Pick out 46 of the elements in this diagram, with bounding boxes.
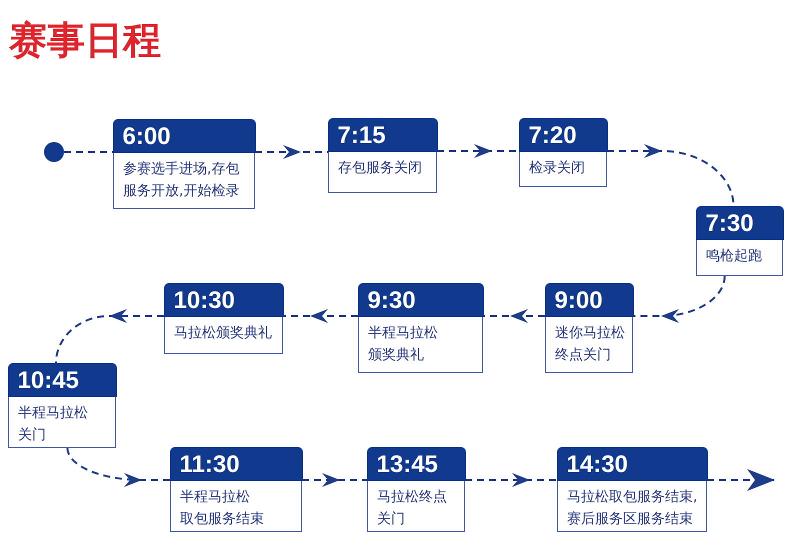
- dashed-arrow: [55, 309, 164, 364]
- event-text: 马拉松终点关门: [377, 488, 447, 529]
- dashed-arrow: [437, 144, 519, 158]
- time-header: 7:30: [696, 206, 784, 240]
- schedule-card: [170, 447, 302, 532]
- start-dot: [44, 142, 64, 162]
- time-header: 7:20: [518, 118, 608, 152]
- dashed-arrow: [66, 448, 170, 487]
- time-header: 13:45: [366, 446, 466, 480]
- event-text: 存包服务关闭: [338, 159, 422, 178]
- schedule-card: [113, 119, 255, 209]
- event-text: 半程马拉松取包服务结束: [180, 488, 264, 529]
- schedule-card: [8, 363, 116, 448]
- dashed-arrow: [283, 309, 358, 323]
- dashed-arrow: [707, 469, 775, 491]
- dashed-arrow: [483, 309, 545, 323]
- dashed-arrow: [633, 276, 726, 323]
- time-header: 6:00: [112, 118, 256, 152]
- event-text: 马拉松颁奖典礼: [174, 324, 272, 343]
- schedule-card: [358, 283, 483, 373]
- dashed-line: [64, 151, 113, 153]
- schedule-card: [367, 447, 465, 532]
- dashed-arrow: [255, 145, 328, 159]
- schedule-card: [328, 118, 437, 193]
- dashed-arrow: [302, 473, 367, 487]
- title: 赛事日程: [9, 17, 161, 63]
- time-header: 7:15: [328, 118, 438, 152]
- dashed-arrow: [465, 473, 557, 487]
- time-header: 10:45: [8, 362, 116, 396]
- event-text: 检录关闭: [529, 159, 585, 178]
- event-text: 参赛选手进场,存包服务开放,开始检录: [123, 160, 240, 201]
- schedule-card: [696, 206, 783, 276]
- time-header: 9:00: [544, 282, 634, 316]
- schedule-card: [557, 447, 707, 532]
- time-header: 14:30: [556, 446, 708, 480]
- event-text: 鸣枪起跑: [706, 247, 762, 266]
- time-header: 10:30: [164, 282, 284, 316]
- event-text: 半程马拉松颁奖典礼: [368, 324, 438, 365]
- time-header: 9:30: [358, 282, 484, 316]
- event-text: 迷你马拉松终点关门: [555, 324, 625, 365]
- time-header: 11:30: [170, 446, 302, 480]
- event-text: 半程马拉松关门: [18, 404, 88, 445]
- schedule-card: [519, 118, 607, 187]
- event-text: 马拉松取包服务结束,赛后服务区服务结束: [567, 488, 698, 529]
- schedule-card: [545, 283, 633, 373]
- schedule-card: [164, 283, 283, 354]
